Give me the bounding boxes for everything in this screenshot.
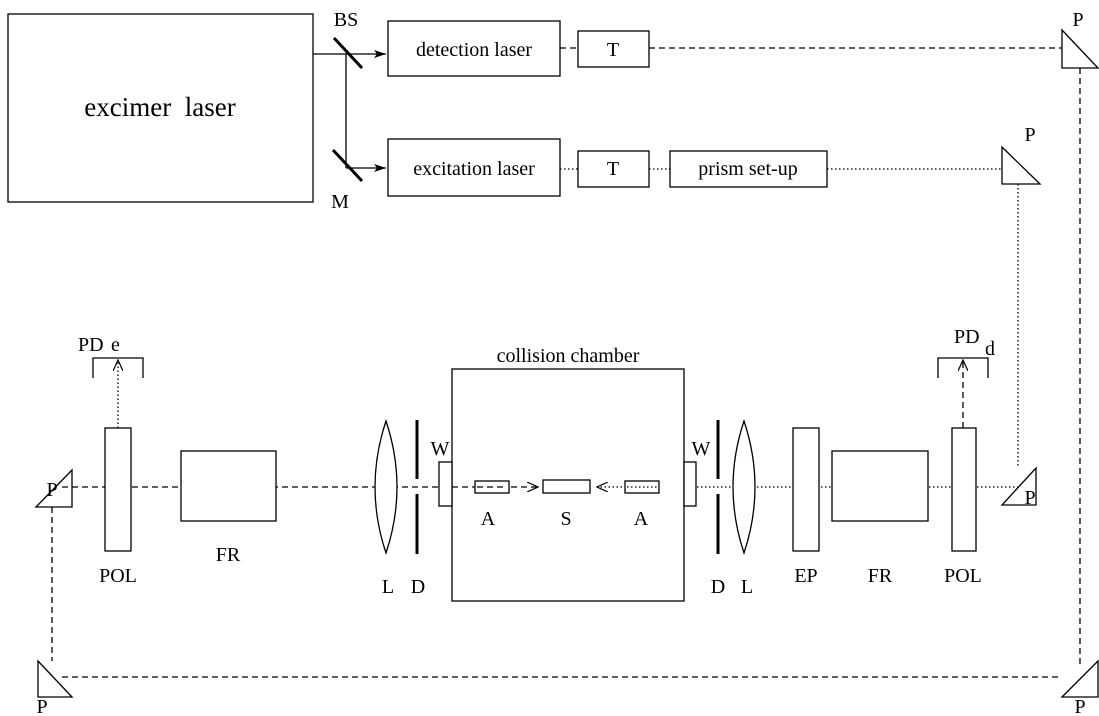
photodiode-d-detector xyxy=(937,357,989,378)
prism-setup-label: prism set-up xyxy=(698,158,797,180)
faraday-rotator-right-label: FR xyxy=(868,565,893,587)
window-left xyxy=(438,461,453,507)
sample-label: S xyxy=(560,508,571,530)
photodiode-d-label: PD xyxy=(954,326,980,348)
telescope-excitation-label: T xyxy=(607,158,619,180)
prism-bottom-right-label: P xyxy=(1074,696,1085,716)
mirror xyxy=(331,148,364,183)
photodiode-d-subscript: d xyxy=(985,338,995,360)
sample xyxy=(542,479,591,494)
collision-chamber-label: collision chamber xyxy=(497,345,640,367)
detection-laser-box xyxy=(387,20,561,77)
photodiode-e-label: PD xyxy=(78,334,104,356)
window-right xyxy=(683,461,697,507)
entrance-plate xyxy=(792,427,820,552)
faraday-rotator-left xyxy=(180,450,277,522)
lens-right xyxy=(732,418,756,556)
excimer-laser-box xyxy=(7,13,314,203)
polarizer-right-label: POL xyxy=(944,565,982,587)
telescope-detection-label: T xyxy=(607,39,619,61)
prism-bottom-left xyxy=(37,659,74,698)
prism-excitation-label: P xyxy=(1024,124,1035,146)
excimer-laser-label: excimer laser xyxy=(84,92,235,122)
prism-top-right-label: P xyxy=(1072,9,1083,31)
window-left-label: W xyxy=(431,438,450,460)
telescope-detection-box xyxy=(577,30,650,68)
lens-left-label: L xyxy=(382,576,394,598)
prism-setup-box xyxy=(669,150,828,188)
polarizer-right xyxy=(951,427,977,552)
faraday-rotator-left-label: FR xyxy=(216,544,241,566)
photodiode-e-subscript: e xyxy=(111,334,120,356)
prism-bottom-left-label: P xyxy=(36,696,47,716)
diaphragm-right-label: D xyxy=(711,576,725,598)
prism-left-middle xyxy=(34,468,73,508)
prism-left-middle-label: P xyxy=(46,479,57,501)
excitation-laser-label: excitation laser xyxy=(413,158,535,180)
photodiode-e-detector xyxy=(92,357,144,378)
beam-splitter xyxy=(332,36,364,70)
polarizer-left-label: POL xyxy=(99,565,137,587)
prism-excitation xyxy=(1001,145,1042,185)
polarizer-left xyxy=(104,427,132,552)
detection-laser-label: detection laser xyxy=(416,39,532,61)
beam-splitter-label: BS xyxy=(334,9,358,31)
prism-right-middle xyxy=(1000,466,1037,506)
entrance-plate-label: EP xyxy=(794,565,817,587)
lens-right-label: L xyxy=(741,576,753,598)
aperture-right xyxy=(624,480,660,494)
prism-top-right xyxy=(1061,28,1099,69)
window-right-label: W xyxy=(692,438,711,460)
lens-left xyxy=(374,418,398,556)
prism-bottom-right xyxy=(1060,659,1099,698)
faraday-rotator-right xyxy=(831,450,929,522)
excitation-laser-box xyxy=(387,138,561,197)
mirror-label: M xyxy=(331,191,349,213)
prism-right-middle-label: P xyxy=(1024,487,1035,509)
aperture-right-label: A xyxy=(634,508,649,530)
diaphragm-left-label: D xyxy=(411,576,425,598)
aperture-left-label: A xyxy=(481,508,496,530)
